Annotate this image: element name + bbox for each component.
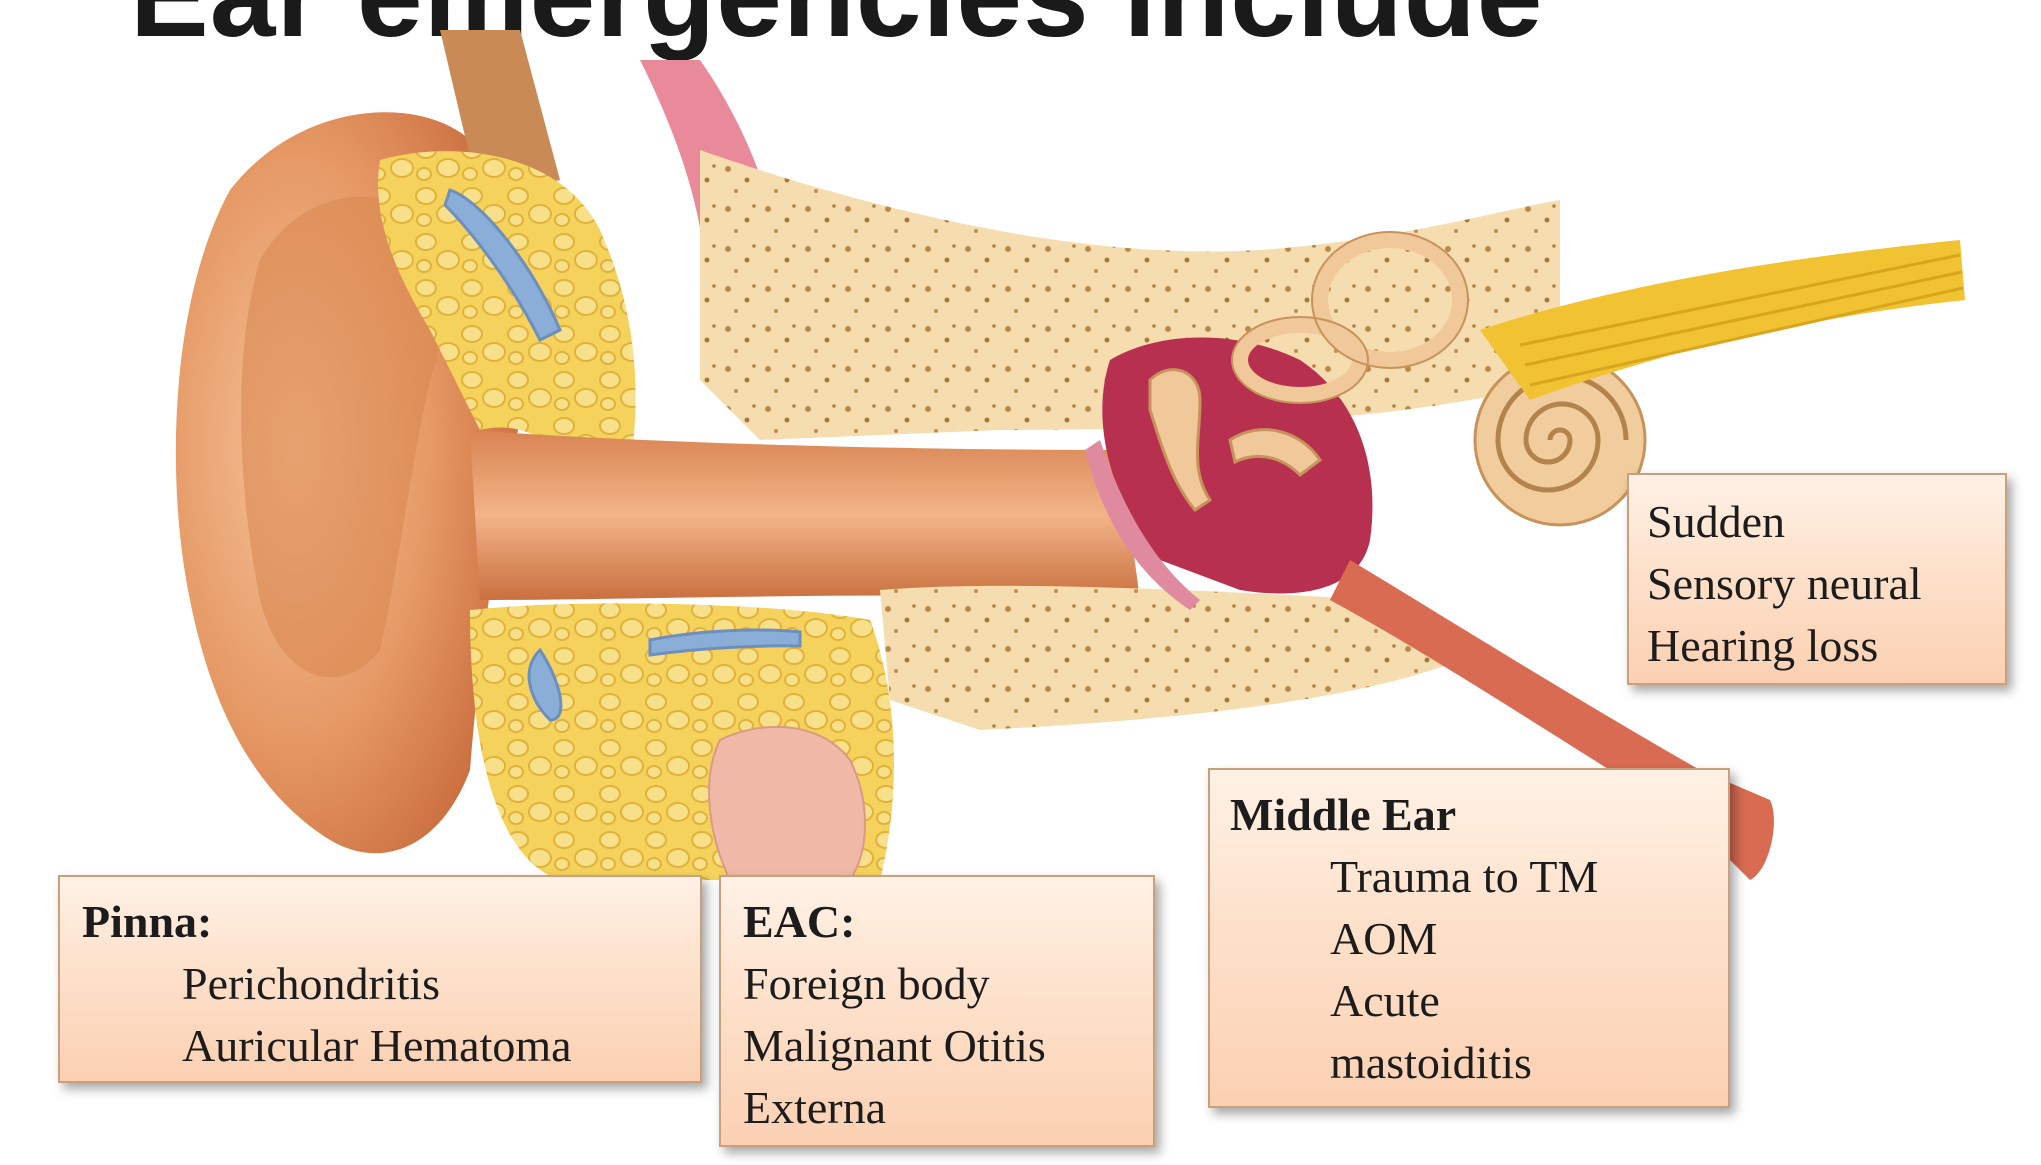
pinna-item-2: Auricular Hematoma [182, 1020, 572, 1071]
lower-temporal-bone [880, 585, 1460, 730]
middle-ear-heading: Middle Ear [1230, 789, 1457, 840]
ossicles [1148, 368, 1213, 512]
ear-canal [470, 430, 1140, 600]
tympanic-membrane [1085, 440, 1200, 610]
upper-cartilage [443, 188, 562, 343]
middle-ear-item-3: Acute [1330, 975, 1440, 1026]
callout-middle-ear: Middle Ear Trauma to TM AOM Acute mastoi… [1208, 768, 1730, 1108]
lower-cartilage [527, 647, 563, 722]
callout-pinna: Pinna: Perichondritis Auricular Hematoma [58, 875, 702, 1083]
eac-item-3: Externa [743, 1082, 887, 1133]
callout-eac: EAC: Foreign body Malignant Otitis Exter… [719, 875, 1155, 1147]
inner-ear-item-2: Sensory neural [1647, 558, 1922, 609]
eac-item-2: Malignant Otitis [743, 1020, 1046, 1071]
pinna-item-1: Perichondritis [182, 958, 441, 1009]
middle-ear-item-1: Trauma to TM [1330, 851, 1599, 902]
upper-temporal-bone [700, 150, 1560, 440]
upper-fat-tissue [378, 151, 636, 490]
semicircular-canals [1232, 232, 1468, 403]
middle-ear-item-2: AOM [1330, 913, 1438, 964]
eac-item-1: Foreign body [743, 958, 990, 1009]
callout-inner-ear: Sudden Sensory neural Hearing loss [1627, 473, 2007, 685]
middle-ear-item-4: mastoiditis [1330, 1037, 1532, 1088]
parotid-gland [708, 725, 866, 881]
cochlea [1473, 353, 1647, 527]
eac-heading: EAC: [743, 896, 856, 947]
slide-title: Ear emergencies include [130, 0, 1543, 64]
pinna-heading: Pinna: [82, 896, 213, 947]
inner-ear-item-1: Sudden [1647, 496, 1785, 547]
inner-ear-item-3: Hearing loss [1647, 620, 1879, 671]
